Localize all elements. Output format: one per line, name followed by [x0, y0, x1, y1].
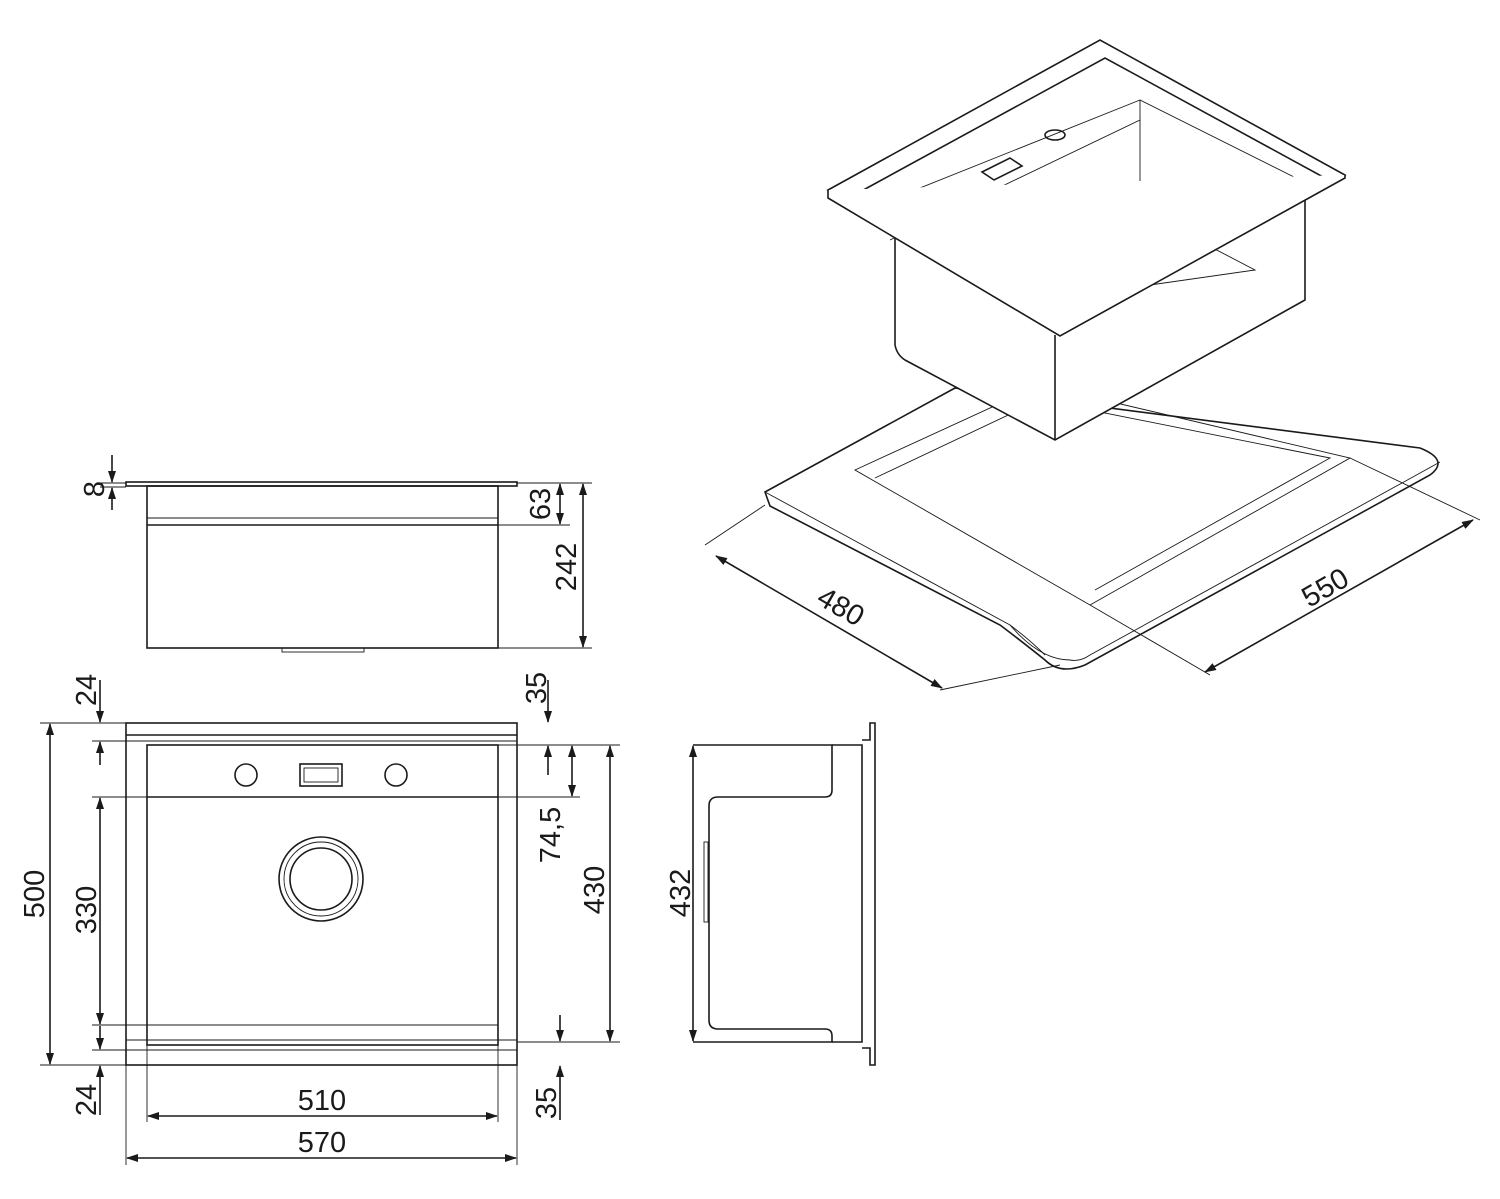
- drain: [278, 836, 364, 922]
- dim-bowl-depth: 330: [71, 886, 103, 934]
- tap-hole: [234, 763, 258, 787]
- dim-overall-depth: 500: [19, 870, 51, 918]
- dim-top-margin: 24: [71, 674, 103, 706]
- section-view: 432: [665, 722, 876, 1066]
- dim-total-height: 242: [551, 543, 583, 591]
- tap-hole: [384, 763, 408, 787]
- dim-overall-width: 570: [298, 1127, 346, 1159]
- dim-section-depth: 432: [665, 869, 697, 917]
- dim-rim-height: 63: [525, 488, 557, 520]
- plan-view: 500 330 24 24 35 74,5 430 35 510 570: [19, 672, 620, 1165]
- side-view: 8 63 242: [79, 455, 592, 653]
- dim-panel-depth: 74,5: [535, 807, 567, 863]
- dim-bottom-right-margin: 35: [531, 1087, 563, 1119]
- dim-top-right-margin: 35: [521, 672, 553, 704]
- dim-cutout-depth: 480: [812, 581, 870, 633]
- dim-inner-depth: 430: [579, 866, 611, 914]
- dim-flange-thickness: 8: [79, 481, 111, 497]
- dim-bottom-margin: 24: [71, 1084, 103, 1116]
- overflow: [299, 763, 343, 787]
- dim-cutout-width: 550: [1297, 562, 1355, 614]
- dim-inner-width: 510: [298, 1085, 346, 1117]
- isometric-view: 480 550: [704, 39, 1481, 691]
